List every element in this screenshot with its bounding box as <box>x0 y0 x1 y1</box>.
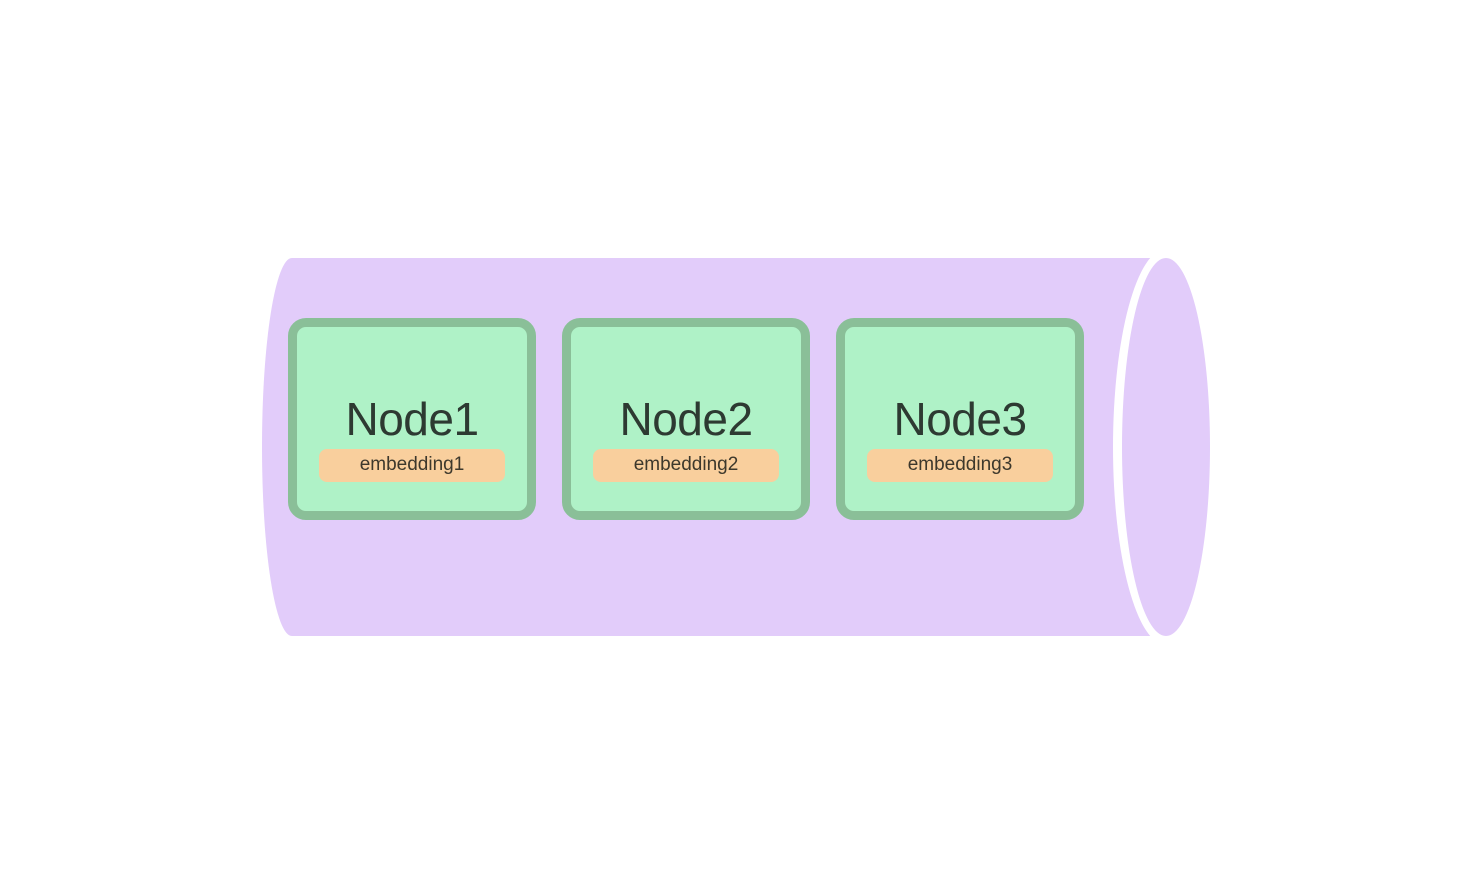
node-card-2: Node2 embedding2 <box>562 318 810 520</box>
node-card-3: Node3 embedding3 <box>836 318 1084 520</box>
embedding-badge: embedding1 <box>319 449 505 483</box>
node-label: Node3 <box>893 392 1027 445</box>
node-label: Node1 <box>345 392 479 445</box>
node-label: Node2 <box>619 392 753 445</box>
database-cylinder-cap <box>1113 249 1219 645</box>
nodes-row: Node1 embedding1 Node2 embedding2 Node3 … <box>288 318 1084 520</box>
node-card-1: Node1 embedding1 <box>288 318 536 520</box>
embedding-badge: embedding3 <box>867 449 1053 483</box>
embedding-badge: embedding2 <box>593 449 779 483</box>
